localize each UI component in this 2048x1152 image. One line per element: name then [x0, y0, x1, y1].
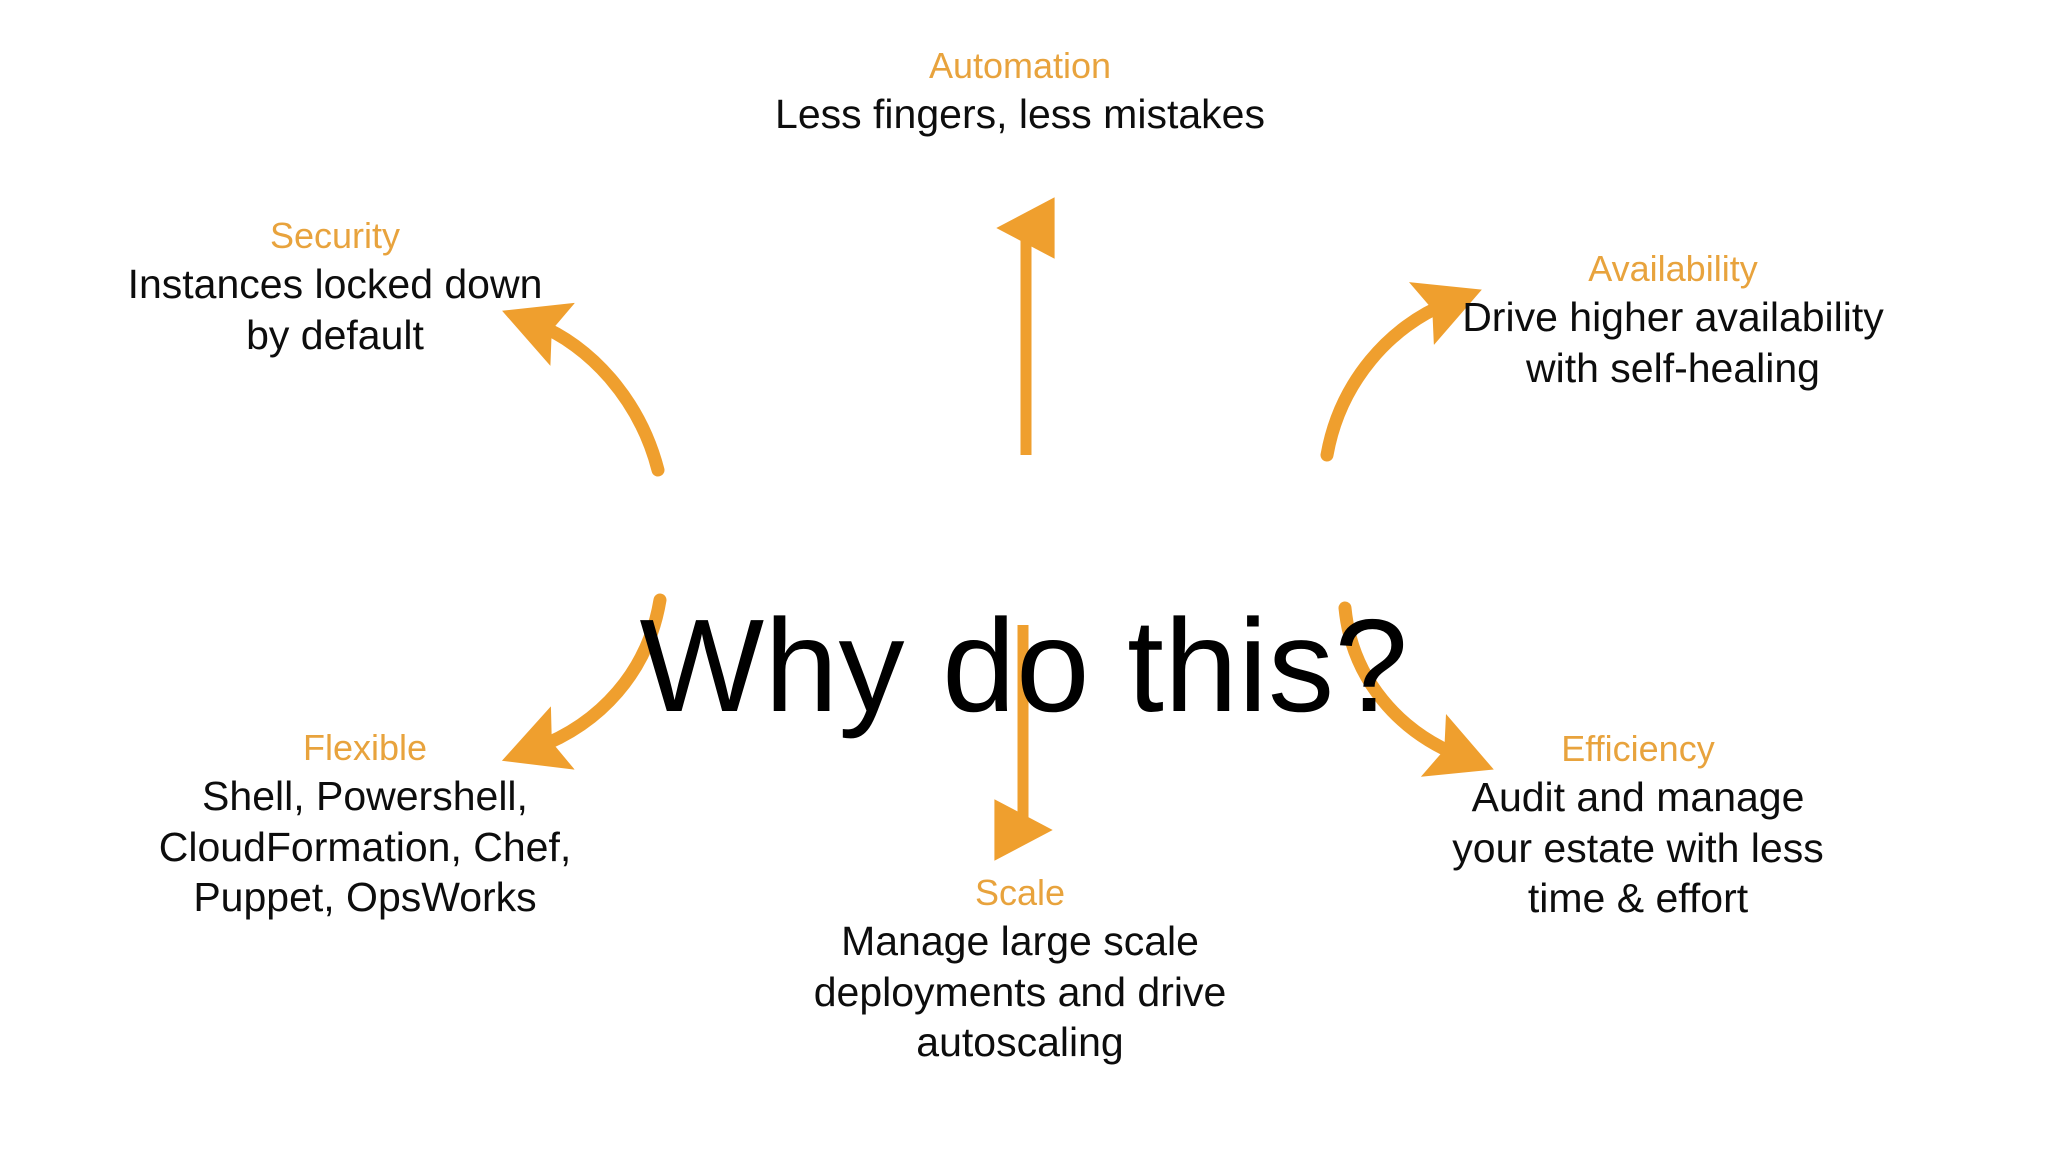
page-title: Why do this?: [639, 592, 1409, 739]
node-flexible-body: Shell, Powershell, CloudFormation, Chef,…: [158, 773, 572, 921]
node-scale-title: Scale: [974, 872, 1066, 913]
node-automation-title: Automation: [928, 45, 1112, 86]
node-security: Security Instances locked down by defaul…: [120, 215, 550, 360]
node-availability: Availability Drive higher availability w…: [1448, 248, 1898, 393]
node-efficiency-title: Efficiency: [1561, 728, 1715, 769]
node-scale: Scale Manage large scale deployments and…: [790, 872, 1250, 1068]
curved-arrow-upper-right: [1320, 282, 1482, 462]
node-efficiency: Efficiency Audit and manage your estate …: [1438, 728, 1838, 924]
node-efficiency-body: Audit and manage your estate with less t…: [1452, 774, 1824, 922]
node-flexible: Flexible Shell, Powershell, CloudFormati…: [155, 727, 575, 923]
node-flexible-title: Flexible: [302, 727, 428, 768]
curved-arrow-upper-left: [502, 302, 665, 477]
node-automation: Automation Less fingers, less mistakes: [660, 45, 1380, 140]
node-security-title: Security: [269, 215, 401, 256]
node-scale-body: Manage large scale deployments and drive…: [813, 918, 1227, 1066]
node-automation-body: Less fingers, less mistakes: [775, 91, 1265, 138]
node-availability-title: Availability: [1588, 248, 1758, 289]
node-security-body: Instances locked down by default: [127, 261, 543, 358]
node-availability-body: Drive higher availability with self-heal…: [1462, 294, 1884, 391]
